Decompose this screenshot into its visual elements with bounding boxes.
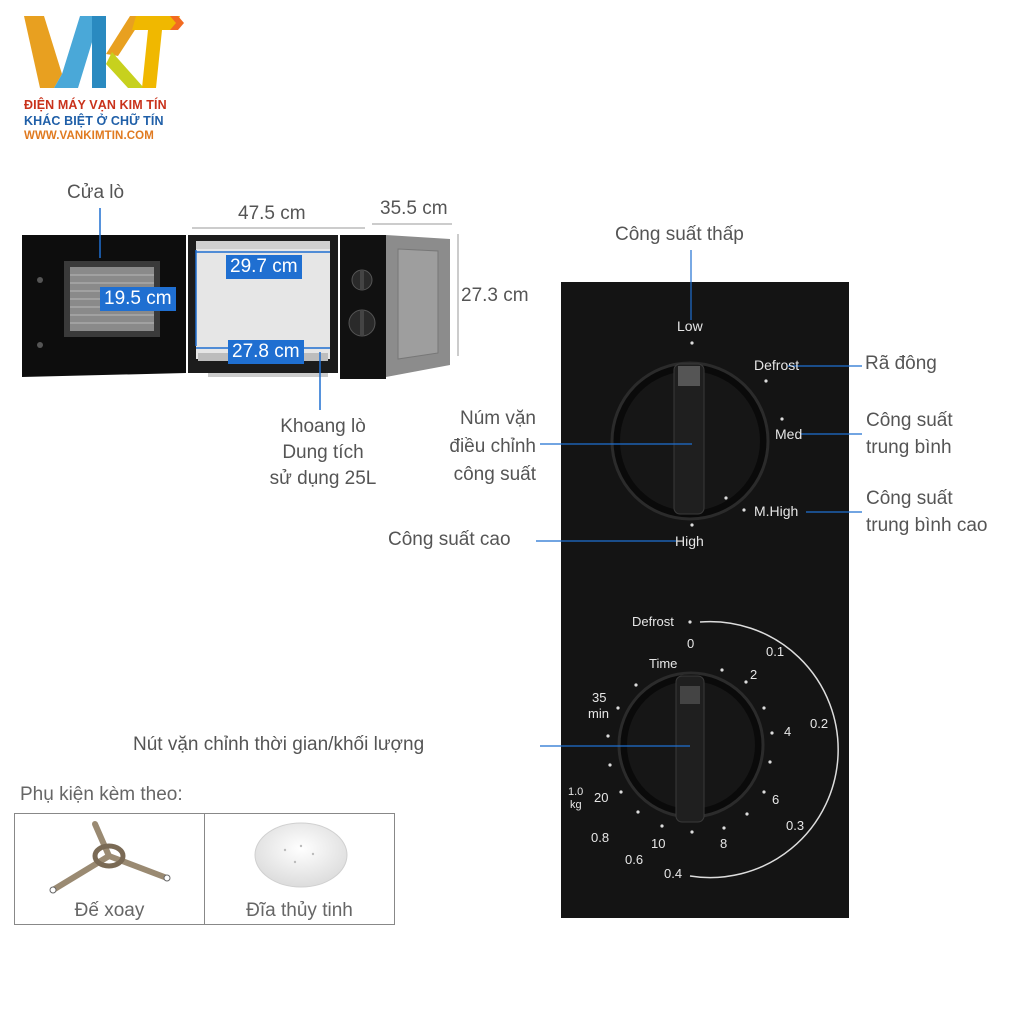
weight-0-3: 0.3 bbox=[786, 818, 805, 833]
door-label: Cửa lò bbox=[67, 182, 125, 203]
vkt-logo-icon bbox=[24, 16, 184, 88]
timer-min: min bbox=[588, 706, 609, 721]
weight-0-1: 0.1 bbox=[766, 644, 785, 659]
weight-0-4: 0.4 bbox=[664, 866, 683, 881]
power-knob[interactable] bbox=[610, 361, 770, 521]
oven-width: 47.5 cm bbox=[238, 203, 306, 224]
timer-8: 8 bbox=[720, 836, 728, 851]
dial-high: High bbox=[675, 533, 704, 549]
timer-knob[interactable] bbox=[617, 671, 765, 823]
timer-time: Time bbox=[649, 656, 678, 671]
oven-height: 27.3 cm bbox=[461, 285, 529, 306]
defrost-caption: Rã đông bbox=[865, 353, 937, 374]
timer-10: 10 bbox=[651, 836, 666, 851]
accessory-label: Đế xoay bbox=[74, 900, 145, 921]
cavity-width-top: 29.7 cm bbox=[226, 255, 302, 279]
weight-0-8: 0.8 bbox=[591, 830, 610, 845]
weight-1-0: 1.0 bbox=[568, 786, 584, 798]
accessory-label: Đĩa thủy tinh bbox=[246, 900, 353, 921]
timer-zero: 0 bbox=[687, 636, 695, 651]
timer-2: 2 bbox=[750, 667, 758, 682]
dial-med: Med bbox=[775, 426, 803, 442]
timer-defrost: Defrost bbox=[632, 614, 674, 629]
cavity-width-bottom: 27.8 cm bbox=[228, 340, 304, 364]
roller-ring-icon bbox=[49, 821, 171, 894]
cavity-caption: Khoang lò Dung tích sử dụng 25L bbox=[269, 416, 377, 489]
timer-20: 20 bbox=[594, 790, 609, 805]
weight-kg: kg bbox=[570, 799, 582, 811]
brand-logo bbox=[22, 12, 187, 92]
timer-35: 35 bbox=[592, 690, 607, 705]
accessory-item: Đĩa thủy tinh bbox=[204, 813, 395, 925]
accessory-item: Đế xoay bbox=[14, 813, 205, 925]
brand-slogan: KHÁC BIỆT Ở CHỮ TÍN bbox=[24, 114, 164, 128]
timer-knob-caption: Nút vặn chỉnh thời gian/khối lượng bbox=[133, 734, 425, 755]
oven-depth: 35.5 cm bbox=[380, 198, 448, 219]
weight-0-6: 0.6 bbox=[625, 852, 644, 867]
power-knob-caption: Núm vặn điều chỉnh công suất bbox=[449, 408, 536, 485]
weight-0-2: 0.2 bbox=[810, 716, 829, 731]
dial-defrost: Defrost bbox=[754, 357, 800, 373]
timer-6: 6 bbox=[772, 792, 780, 807]
brand-name: ĐIỆN MÁY VẠN KIM TÍN bbox=[24, 98, 167, 112]
cavity-height: 19.5 cm bbox=[100, 287, 176, 311]
dial-low: Low bbox=[677, 318, 703, 334]
high-power-caption: Công suất cao bbox=[388, 529, 511, 550]
dial-mhigh: M.High bbox=[754, 503, 799, 519]
timer-4: 4 bbox=[784, 724, 792, 739]
accessories-title: Phụ kiện kèm theo: bbox=[20, 784, 183, 805]
low-power-caption: Công suất thấp bbox=[615, 224, 744, 245]
brand-website: WWW.VANKIMTIN.COM bbox=[24, 130, 154, 142]
glass-plate-icon bbox=[254, 822, 348, 888]
